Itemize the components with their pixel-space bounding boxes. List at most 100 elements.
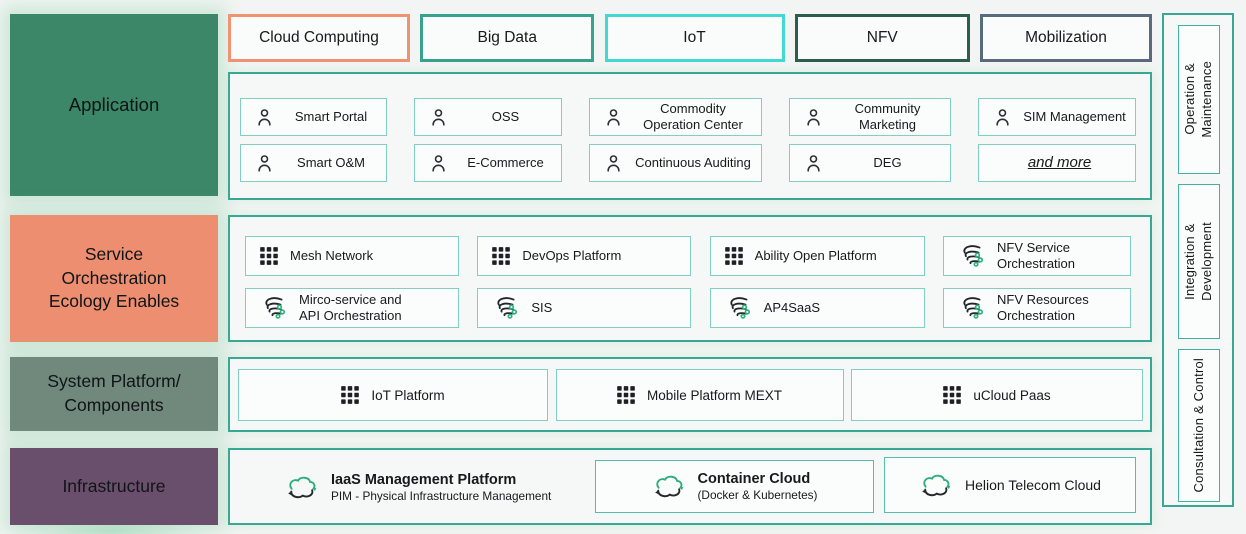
rail-label: Operation & Maintenance	[1182, 61, 1214, 138]
app-item-label: Continuous Auditing	[635, 155, 751, 171]
person-icon	[428, 153, 449, 174]
orchestration-icon	[492, 295, 519, 321]
application-items-row-2: Smart O&M E-Commerce Continuous Auditing…	[240, 144, 1136, 182]
app-item-smart-oandm: Smart O&M	[240, 144, 387, 182]
app-item-e-commerce: E-Commerce	[414, 144, 562, 182]
person-icon	[603, 153, 624, 174]
iaas-title: IaaS Management Platform	[331, 471, 517, 488]
app-item-label: Community Marketing	[854, 101, 921, 132]
rail-item-integration-development: Integration & Development	[1178, 184, 1220, 339]
grid-icon	[617, 386, 635, 404]
right-rail: Operation & Maintenance Integration & De…	[1162, 13, 1234, 507]
rail-label: Integration & Development	[1182, 222, 1214, 301]
tag-iot: IoT	[604, 14, 785, 62]
person-icon	[603, 107, 624, 128]
cloud-sync-icon	[919, 473, 952, 498]
tag-mobilization: Mobilization	[980, 14, 1152, 62]
tag-label: Mobilization	[1025, 29, 1107, 46]
svc-item-label: NFV Resources Orchestration	[996, 291, 1089, 323]
sys-item-mobile-platform-mext: Mobile Platform MEXT	[555, 369, 844, 421]
person-icon	[254, 107, 275, 128]
technology-tags-row: Cloud Computing Big Data IoT NFV Mobiliz…	[228, 14, 1152, 62]
iaas-text-block: IaaS Management Platform PIM - Physical …	[331, 472, 551, 503]
svc-item-nfv-resources-orchestration: NFV Resources Orchestration	[942, 288, 1131, 328]
rail-item-operation-maintenance: Operation & Maintenance	[1178, 25, 1220, 174]
service-orchestration-section: Mesh Network DevOps Platform Ability Ope…	[228, 215, 1152, 342]
app-item-deg: DEG	[789, 144, 951, 182]
app-item-and-more: and more	[978, 144, 1136, 182]
tag-label: Cloud Computing	[259, 29, 379, 46]
sys-item-label: uCloud Paas	[973, 387, 1051, 403]
system-items-row: IoT Platform Mobile Platform MEXT uCloud…	[238, 369, 1143, 421]
svc-item-sis: SIS	[477, 288, 692, 328]
grid-icon	[341, 386, 359, 404]
svc-item-nfv-service-orchestration: NFV Service Orchestration	[942, 236, 1131, 276]
system-platform-section: IoT Platform Mobile Platform MEXT uCloud…	[228, 357, 1152, 432]
sys-item-ucloud-paas: uCloud Paas	[851, 369, 1143, 421]
sys-item-label: Mobile Platform MEXT	[646, 387, 783, 403]
svc-item-microservice-api-orchestration: Mirco-service and API Orchestration	[245, 288, 459, 328]
grid-icon	[725, 247, 743, 265]
service-items-row-1: Mesh Network DevOps Platform Ability Ope…	[245, 236, 1131, 276]
infra-item-helion-telecom-cloud: Helion Telecom Cloud	[884, 457, 1136, 513]
person-icon	[428, 107, 449, 128]
svc-item-devops-platform: DevOps Platform	[477, 236, 692, 276]
svc-item-label: Ability Open Platform	[754, 247, 877, 263]
tag-label: Big Data	[477, 29, 537, 46]
app-item-commodity-operation-center: Commodity Operation Center	[589, 98, 762, 136]
service-label: Service Orchestration Ecology Enables	[48, 244, 180, 312]
app-item-label: Commodity Operation Center	[643, 101, 743, 132]
tag-label: IoT	[683, 29, 706, 46]
cloud-sync-icon	[652, 474, 685, 499]
orchestration-icon	[958, 295, 985, 321]
infrastructure-label: Infrastructure	[62, 475, 166, 496]
sys-item-label: IoT Platform	[371, 387, 445, 403]
tag-cloud-computing: Cloud Computing	[228, 14, 410, 62]
orchestration-icon	[958, 243, 985, 269]
grid-icon	[943, 386, 961, 404]
left-rail-label-service-orchestration: Service Orchestration Ecology Enables	[10, 215, 218, 342]
orchestration-icon	[725, 295, 752, 321]
cloud-sync-icon	[285, 475, 318, 500]
person-icon	[803, 153, 824, 174]
infrastructure-section: IaaS Management Platform PIM - Physical …	[228, 448, 1152, 525]
rail-item-consultation-control: Consultation & Control	[1178, 349, 1220, 502]
svc-item-ap4saas: AP4SaaS	[709, 288, 925, 328]
left-rail-label-system-platform: System Platform/ Components	[10, 357, 218, 431]
and-more-label: and more	[1027, 153, 1092, 171]
app-item-label: Smart Portal	[294, 109, 368, 125]
svc-item-ability-open-platform: Ability Open Platform	[709, 236, 925, 276]
grid-icon	[492, 247, 510, 265]
app-item-label: OSS	[491, 109, 520, 125]
service-items-row-2: Mirco-service and API Orchestration SIS …	[245, 288, 1131, 328]
sys-item-iot-platform: IoT Platform	[238, 369, 548, 421]
app-item-smart-portal: Smart Portal	[240, 98, 387, 136]
person-icon	[254, 153, 275, 174]
application-items-row-1: Smart Portal OSS Commodity Operation Cen…	[240, 98, 1136, 136]
orchestration-icon	[260, 295, 287, 321]
left-rail-label-infrastructure: Infrastructure	[10, 448, 218, 525]
app-item-label: DEG	[873, 155, 902, 171]
app-item-label: E-Commerce	[467, 155, 544, 171]
tag-nfv: NFV	[794, 14, 970, 62]
svc-item-label: Mirco-service and API Orchestration	[299, 291, 402, 323]
container-subtitle: (Docker & Kubernetes)	[697, 488, 818, 502]
application-section: Smart Portal OSS Commodity Operation Cen…	[228, 72, 1152, 200]
svc-item-label: SIS	[531, 299, 553, 315]
rail-label: Consultation & Control	[1190, 358, 1206, 493]
app-item-label: SIM Management	[1023, 109, 1126, 125]
app-item-sim-management: SIM Management	[978, 98, 1136, 136]
svc-item-label: Mesh Network	[290, 247, 374, 263]
left-rail-label-application: Application	[10, 14, 218, 196]
iaas-subtitle: PIM - Physical Infrastructure Management	[331, 488, 552, 503]
svc-item-label: NFV Service Orchestration	[996, 239, 1076, 271]
app-item-community-marketing: Community Marketing	[789, 98, 951, 136]
person-icon	[992, 107, 1013, 128]
app-item-label: Smart O&M	[297, 155, 365, 171]
container-title: Container Cloud	[697, 471, 811, 487]
tag-label: NFV	[866, 29, 898, 46]
helion-title: Helion Telecom Cloud	[965, 477, 1101, 493]
infra-item-container-cloud: Container Cloud (Docker & Kubernetes)	[595, 460, 874, 513]
infra-item-iaas-management-platform: IaaS Management Platform PIM - Physical …	[285, 459, 551, 515]
